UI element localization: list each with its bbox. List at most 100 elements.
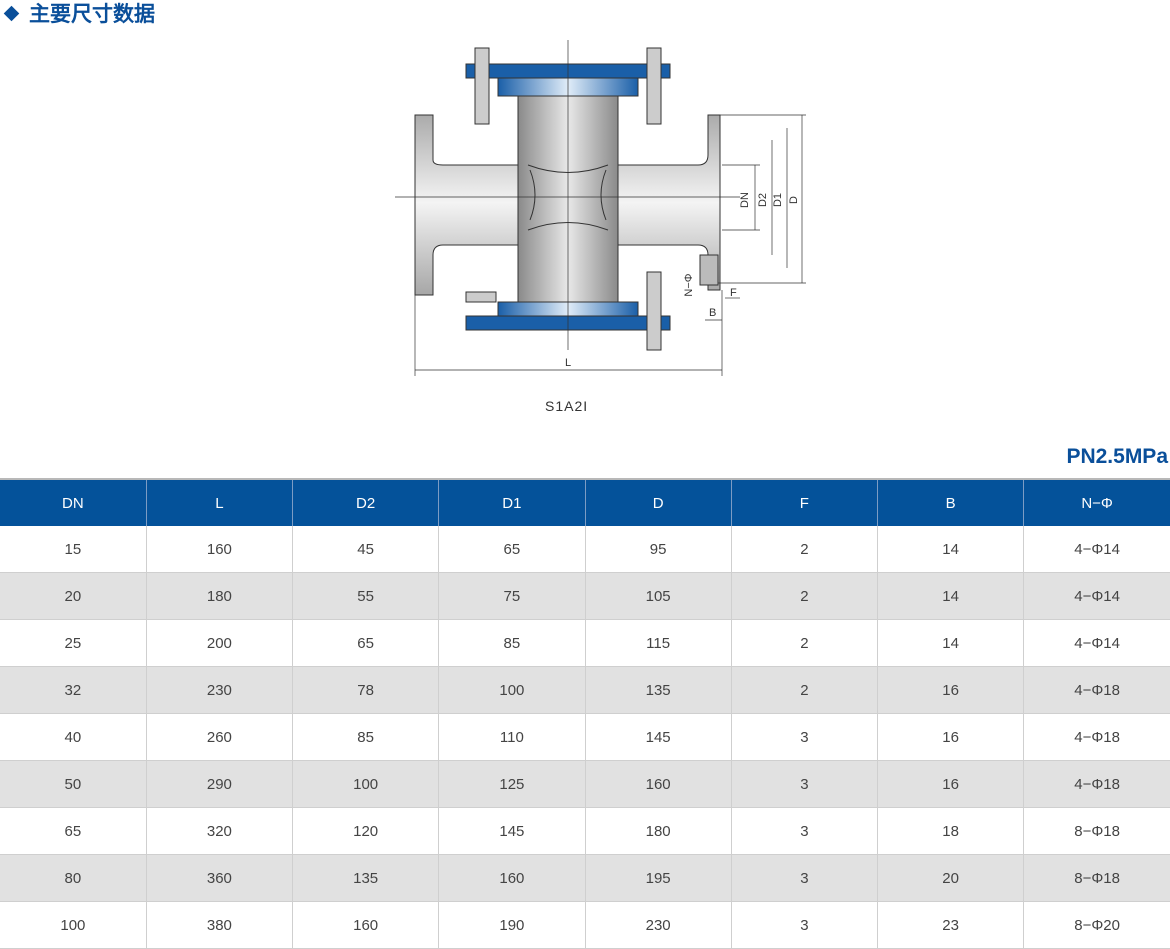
table-cell: 20 — [0, 572, 147, 620]
table-cell: 4−Φ18 — [1023, 760, 1170, 808]
table-cell: 3 — [730, 760, 878, 808]
table-cell: 32 — [0, 666, 147, 714]
table-cell: 195 — [584, 854, 732, 902]
column-header: N−Φ — [1023, 479, 1170, 526]
table-cell: 200 — [145, 619, 293, 667]
label-n-phi: N−Φ — [683, 273, 695, 296]
table-cell: 160 — [438, 854, 585, 902]
table-cell: 135 — [291, 854, 439, 902]
table-cell: 105 — [584, 572, 732, 620]
table-cell: 95 — [584, 526, 732, 573]
table-cell: 100 — [0, 901, 147, 949]
table-cell: 4−Φ18 — [1023, 666, 1170, 714]
column-header: B — [876, 479, 1024, 526]
column-header: F — [730, 479, 878, 526]
table-cell: 55 — [291, 572, 439, 620]
table-cell: 4−Φ14 — [1023, 619, 1170, 667]
table-cell: 8−Φ18 — [1023, 807, 1170, 855]
cross-fitting-drawing: DN D2 D1 D N−Φ F B L — [395, 40, 806, 376]
table-cell: 230 — [145, 666, 293, 714]
table-cell: 50 — [0, 760, 147, 808]
section-title: 主要尺寸数据 — [2, 0, 155, 26]
label-l: L — [565, 357, 571, 369]
table-cell: 65 — [0, 807, 147, 855]
drawing-caption: S1A2I — [545, 398, 589, 414]
table-cell: 3 — [730, 713, 878, 761]
table-cell: 160 — [291, 901, 439, 949]
table-cell: 160 — [584, 760, 732, 808]
table-cell: 16 — [876, 713, 1024, 761]
table-cell: 320 — [145, 807, 293, 855]
table-cell: 115 — [584, 619, 732, 667]
table-cell: 100 — [291, 760, 439, 808]
table-cell: 45 — [291, 526, 439, 573]
label-f: F — [730, 287, 737, 299]
label-d: D — [788, 196, 800, 204]
column-header: D2 — [291, 479, 439, 526]
table-cell: 3 — [730, 807, 878, 855]
table-cell: 2 — [730, 666, 878, 714]
table-cell: 8−Φ18 — [1023, 854, 1170, 902]
pressure-rating: PN2.5MPa — [1066, 445, 1168, 468]
table-cell: 65 — [291, 619, 439, 667]
table-cell: 2 — [730, 619, 878, 667]
label-d2: D2 — [757, 193, 769, 207]
table-cell: 14 — [876, 619, 1024, 667]
column-header: D1 — [438, 479, 585, 526]
table-cell: 3 — [730, 854, 878, 902]
table-cell: 4−Φ18 — [1023, 713, 1170, 761]
table-cell: 16 — [876, 760, 1024, 808]
table-cell: 85 — [291, 713, 439, 761]
table-cell: 4−Φ14 — [1023, 526, 1170, 573]
table-cell: 3 — [730, 901, 878, 949]
label-b: B — [709, 307, 716, 319]
table-cell: 380 — [145, 901, 293, 949]
table-cell: 4−Φ14 — [1023, 572, 1170, 620]
table-cell: 100 — [438, 666, 585, 714]
table-cell: 2 — [730, 572, 878, 620]
table-cell: 25 — [0, 619, 147, 667]
table-cell: 14 — [876, 526, 1024, 573]
table-cell: 145 — [584, 713, 732, 761]
table-cell: 180 — [145, 572, 293, 620]
table-cell: 110 — [438, 713, 585, 761]
table-cell: 290 — [145, 760, 293, 808]
table-cell: 16 — [876, 666, 1024, 714]
table-cell: 125 — [438, 760, 585, 808]
table-cell: 65 — [438, 526, 585, 573]
table-cell: 8−Φ20 — [1023, 901, 1170, 949]
table-cell: 260 — [145, 713, 293, 761]
table-cell: 85 — [438, 619, 585, 667]
table-cell: 180 — [584, 807, 732, 855]
column-header: L — [145, 479, 293, 526]
table-cell: 2 — [730, 526, 878, 573]
table-cell: 135 — [584, 666, 732, 714]
table-cell: 230 — [584, 901, 732, 949]
table-cell: 120 — [291, 807, 439, 855]
column-header: D — [584, 479, 732, 526]
table-cell: 145 — [438, 807, 585, 855]
section-title-text: 主要尺寸数据 — [29, 2, 155, 26]
table-cell: 80 — [0, 854, 147, 902]
diamond-bullet-icon — [3, 5, 20, 21]
table-cell: 75 — [438, 572, 585, 620]
column-header: DN — [0, 479, 147, 526]
label-dn: DN — [739, 192, 751, 208]
table-cell: 78 — [291, 666, 439, 714]
table-cell: 160 — [145, 526, 293, 573]
table-cell: 20 — [876, 854, 1024, 902]
table-cell: 360 — [145, 854, 293, 902]
label-d1: D1 — [772, 193, 784, 207]
table-cell: 190 — [438, 901, 585, 949]
